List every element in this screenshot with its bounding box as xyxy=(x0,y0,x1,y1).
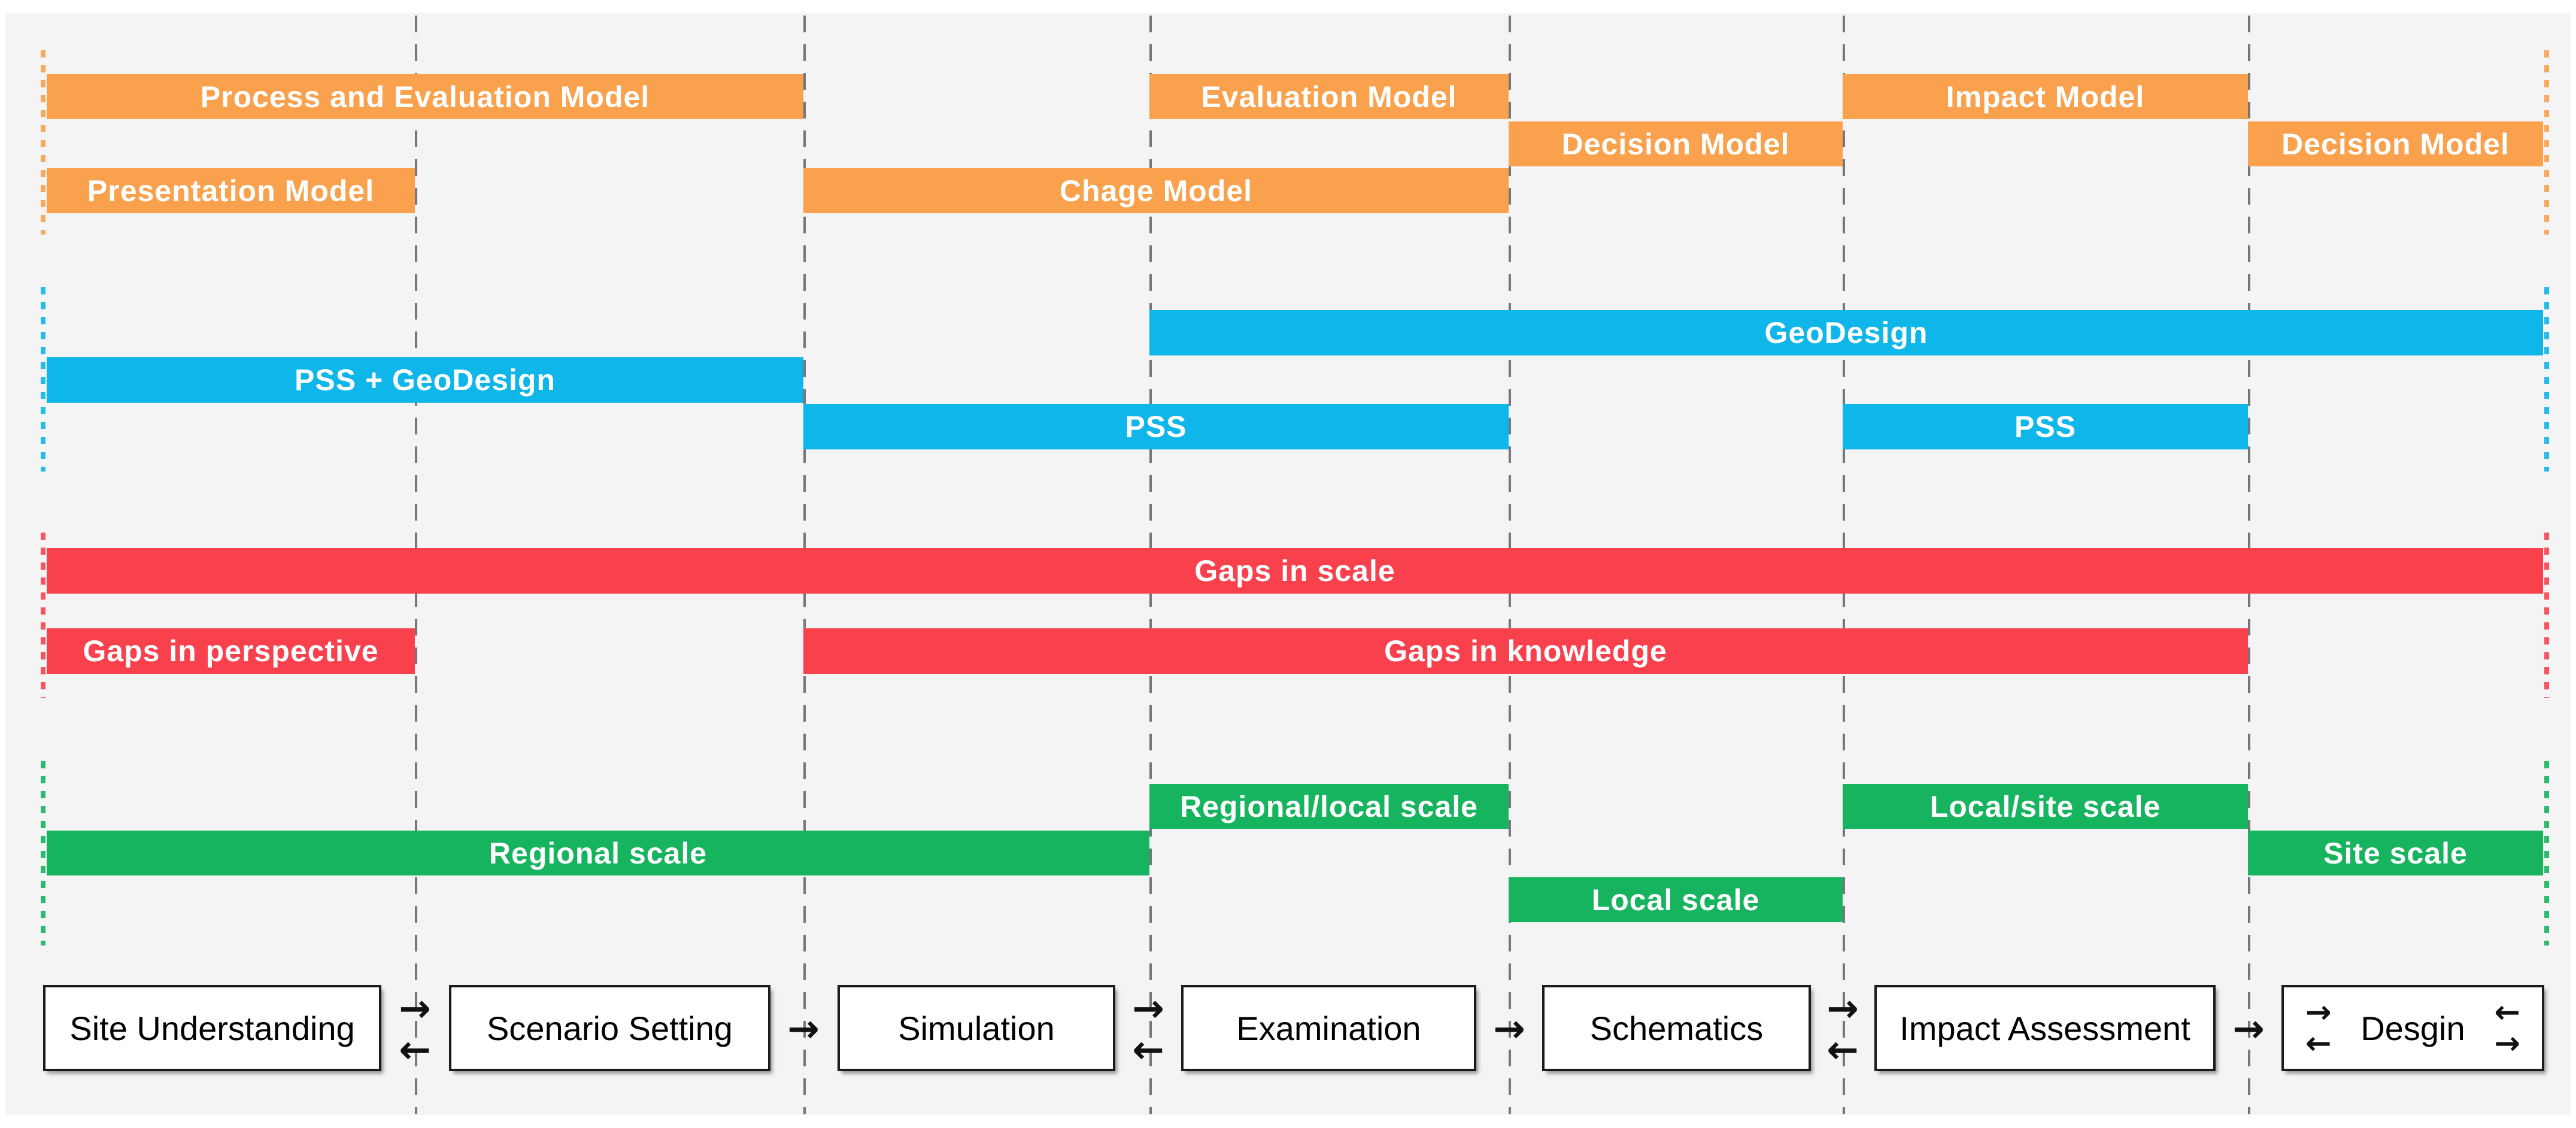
bar-evaluation-model: Evaluation Model xyxy=(1149,74,1509,119)
bar-local-site-scale: Local/site scale xyxy=(1843,784,2248,829)
bar-pss: PSS xyxy=(1843,404,2248,449)
flow-box-label: Site Understanding xyxy=(69,1009,355,1047)
bar-site-scale: Site scale xyxy=(2248,831,2543,875)
bar-chage-model: Chage Model xyxy=(803,168,1509,213)
flow-box-label: Scenario Setting xyxy=(487,1009,733,1047)
flow-arrow-forward-icon: → xyxy=(1826,987,1859,1031)
margin-top xyxy=(0,0,2576,13)
bar-regional-local-scale: Regional/local scale xyxy=(1149,784,1509,829)
edge-mark-scales-left xyxy=(41,761,45,945)
flow-box-label: Desgin xyxy=(2360,1009,2465,1047)
flow-arrow-forward-icon: → xyxy=(399,987,431,1031)
bar-gaps-in-scale: Gaps in scale xyxy=(47,548,2543,594)
flow-arrow-back-icon: ← xyxy=(399,1028,431,1072)
flow-arrow-forward-icon: → xyxy=(787,1007,820,1051)
flow-arrow-forward-icon: → xyxy=(1493,1007,1525,1051)
edge-mark-systems-right xyxy=(2544,287,2549,472)
margin-right xyxy=(2570,0,2576,1128)
edge-mark-models-left xyxy=(41,50,45,235)
margin-bottom xyxy=(0,1115,2576,1128)
flow-arrow-back-icon: ← xyxy=(1132,1028,1164,1072)
corner-arrow-top-left-icon: → xyxy=(2305,995,2332,1030)
bar-regional-scale: Regional scale xyxy=(47,831,1149,875)
bar-presentation-model: Presentation Model xyxy=(47,168,415,213)
edge-mark-gaps-left xyxy=(41,533,45,698)
flow-box-label: Impact Assessment xyxy=(1900,1009,2190,1047)
flow-box-desgin: Desgin→←←→ xyxy=(2281,985,2544,1071)
corner-arrow-top-right-icon: ← xyxy=(2494,995,2520,1030)
edge-mark-models-right xyxy=(2544,50,2549,235)
flow-box-site-understanding: Site Understanding xyxy=(43,985,381,1071)
bar-process-and-evaluation-model: Process and Evaluation Model xyxy=(47,74,803,119)
flow-box-impact-assessment: Impact Assessment xyxy=(1874,985,2216,1071)
margin-left xyxy=(0,0,6,1128)
flow-box-scenario-setting: Scenario Setting xyxy=(449,985,770,1071)
flow-box-examination: Examination xyxy=(1181,985,1476,1071)
flow-box-label: Schematics xyxy=(1589,1009,1764,1047)
flow-arrow-forward-icon: → xyxy=(2232,1007,2265,1051)
flow-box-simulation: Simulation xyxy=(838,985,1115,1071)
edge-mark-gaps-right xyxy=(2544,533,2549,698)
corner-arrow-bottom-left-icon: ← xyxy=(2305,1026,2332,1062)
bar-gaps-in-perspective: Gaps in perspective xyxy=(47,628,415,674)
edge-mark-scales-right xyxy=(2544,761,2549,945)
flow-box-label: Simulation xyxy=(898,1009,1055,1047)
edge-mark-systems-left xyxy=(41,287,45,472)
flow-box-schematics: Schematics xyxy=(1542,985,1811,1071)
bar-pss: PSS xyxy=(803,404,1509,449)
bar-decision-model: Decision Model xyxy=(1509,121,1843,166)
bar-impact-model: Impact Model xyxy=(1843,74,2248,119)
bar-decision-model: Decision Model xyxy=(2248,121,2543,166)
corner-arrow-bottom-right-icon: → xyxy=(2494,1026,2520,1062)
bar-gaps-in-knowledge: Gaps in knowledge xyxy=(803,628,2248,674)
bar-geodesign: GeoDesign xyxy=(1149,310,2543,355)
bar-local-scale: Local scale xyxy=(1509,877,1843,922)
bar-pss-geodesign: PSS + GeoDesign xyxy=(47,357,803,403)
flow-arrow-forward-icon: → xyxy=(1132,987,1164,1031)
flow-box-label: Examination xyxy=(1236,1009,1421,1047)
flow-arrow-back-icon: ← xyxy=(1826,1028,1859,1072)
